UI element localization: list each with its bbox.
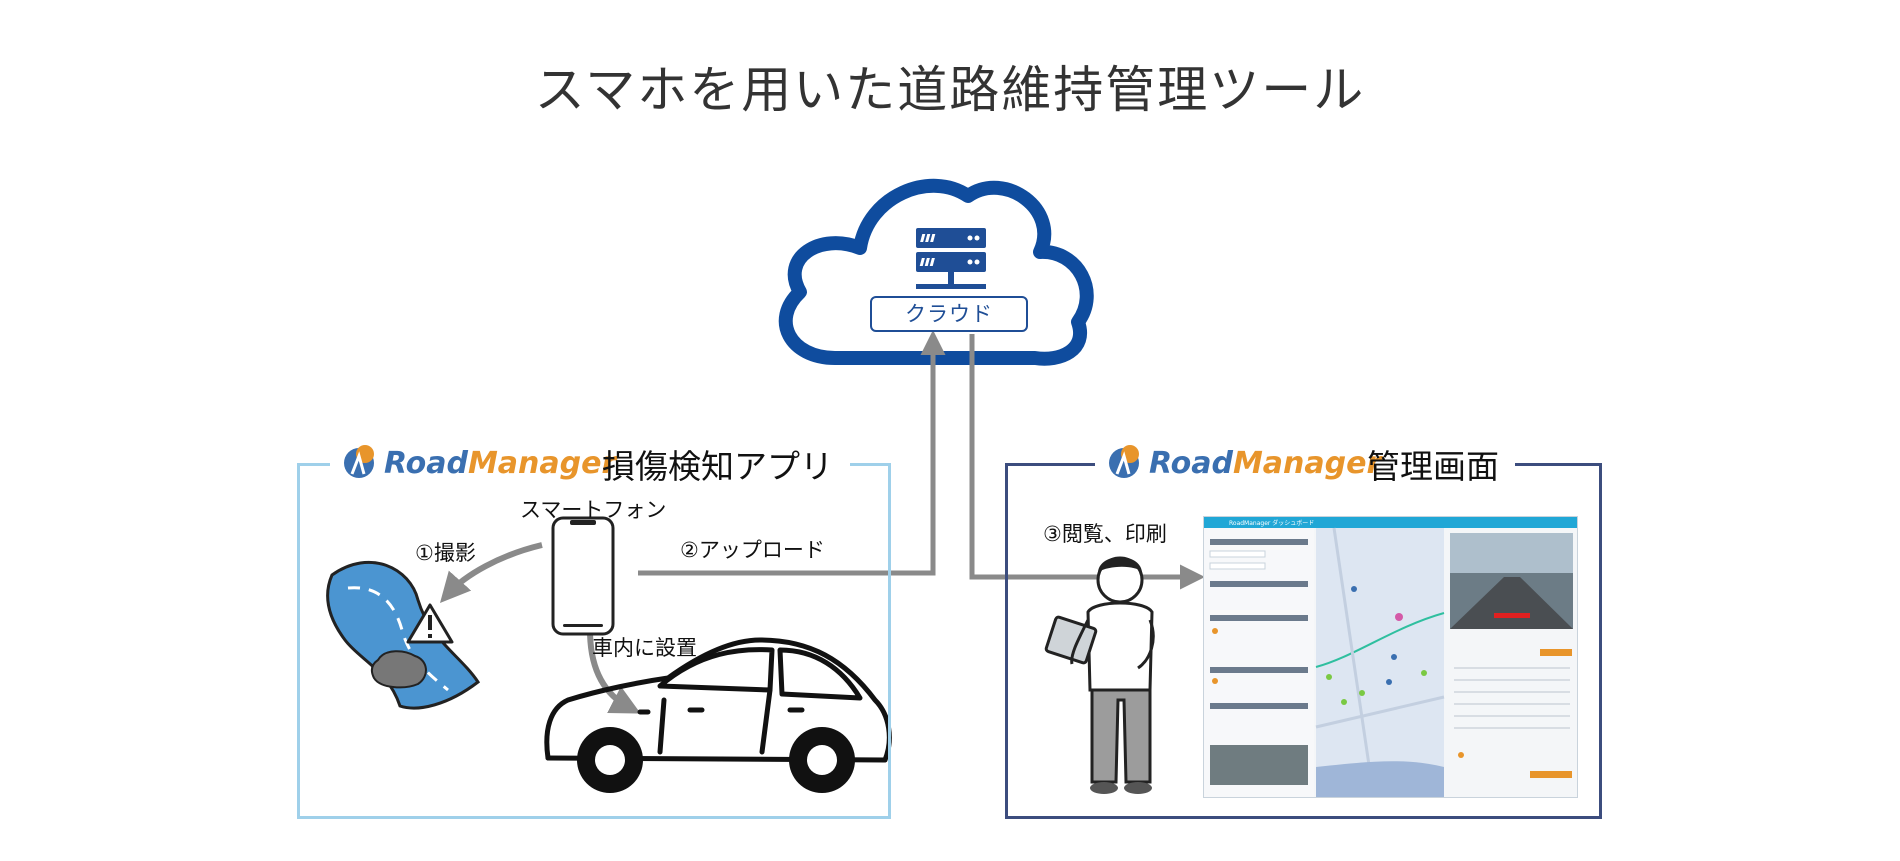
admin-panel-header: RoadManager 管理画面 — [1095, 440, 1515, 486]
capture-step-label: ①撮影 — [415, 541, 476, 565]
app-panel-header: RoadManager 損傷検知アプリ — [330, 440, 850, 486]
capture-arrow — [439, 542, 543, 603]
install-arrow — [587, 629, 641, 714]
logo-manager-text: Manager — [1232, 445, 1382, 481]
roadmanager-logo-text: RoadManager — [384, 446, 616, 481]
road-damage-illustration — [326, 560, 481, 710]
person-illustration — [1044, 556, 1155, 794]
roadmanager-logo: RoadManager — [340, 442, 616, 484]
roadmanager-logo-icon — [1105, 442, 1143, 484]
server-icon — [916, 228, 986, 289]
dashboard-screenshot: RoadManager ダッシュボード — [1203, 516, 1578, 798]
upload-step-label: ②アップロード — [680, 538, 825, 562]
diagram-title: スマホを用いた道路維持管理ツール — [534, 61, 1366, 119]
cloud-icon — [778, 178, 1094, 366]
roadmanager-logo-text: RoadManager — [1149, 446, 1381, 481]
install-label: 車内に設置 — [592, 636, 697, 660]
dashboard-title: RoadManager ダッシュボード — [1229, 520, 1315, 527]
admin-panel-heading: 管理画面 — [1367, 447, 1499, 486]
logo-road-text: Road — [1149, 445, 1233, 481]
dashboard-topbar: RoadManager ダッシュボード — [1204, 517, 1577, 528]
logo-manager-text: Manager — [467, 445, 617, 481]
dashboard-content — [1204, 527, 1573, 797]
app-panel-heading: 損傷検知アプリ — [602, 447, 833, 486]
view-step-label: ③閲覧、印刷 — [1043, 522, 1167, 546]
smartphone-icon — [551, 516, 615, 636]
roadmanager-logo-icon — [340, 442, 378, 484]
logo-road-text: Road — [384, 445, 468, 481]
upload-arrow — [638, 330, 946, 576]
car-wheels — [577, 727, 855, 793]
roadmanager-logo: RoadManager — [1105, 442, 1381, 484]
smartphone-label: スマートフォン — [520, 498, 667, 522]
cloud-label: クラウド — [870, 296, 1028, 332]
